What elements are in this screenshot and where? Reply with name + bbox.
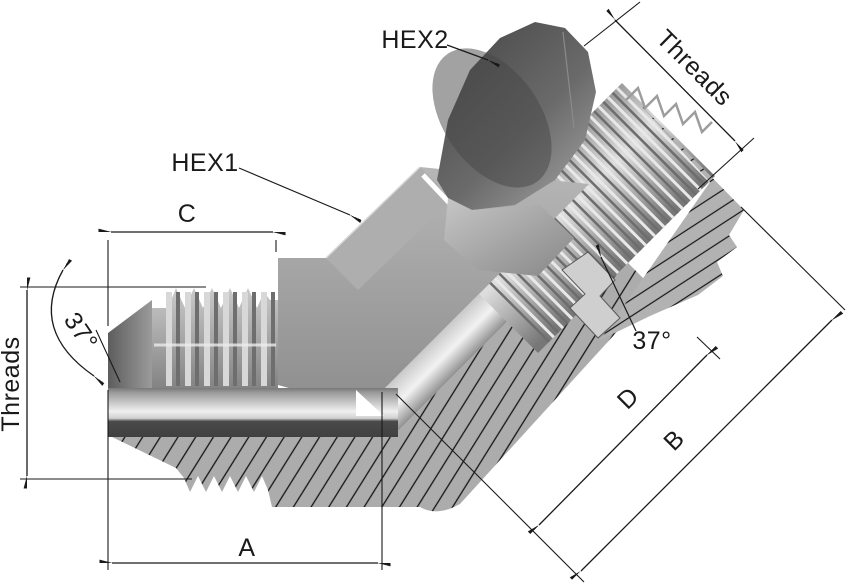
dim-b-label: B (658, 424, 690, 456)
flare-cone (108, 300, 152, 390)
dim-a-label: A (238, 534, 255, 562)
swivel-collar (444, 198, 574, 276)
tube-bore (108, 388, 398, 437)
seat-angle-label: 37° (632, 327, 671, 355)
threads-top-ext-lower (697, 137, 755, 190)
d-ext-upper (696, 336, 721, 360)
dim-d-label: D (612, 382, 645, 415)
dim-threads-top-line (615, 20, 735, 141)
hex2-nut (432, 22, 596, 210)
seat-angle-leader (601, 257, 637, 332)
body-section-hatch (112, 232, 655, 512)
threads-top-ext-upper (583, 1, 641, 47)
left-port (108, 288, 398, 437)
hex1-leader (238, 167, 350, 215)
nut-section-hatch (600, 96, 744, 340)
corner-gap (356, 390, 384, 416)
flare-angle-arc (50, 270, 94, 376)
hex1-chamfer-facet (326, 167, 452, 290)
db-ext-lower (395, 393, 585, 583)
threads-left-label: Threads (0, 336, 25, 431)
hex1-label: HEX1 (171, 149, 238, 177)
hex2-label: HEX2 (381, 26, 448, 54)
dim-c-label: C (178, 200, 197, 228)
b-ext-upper (740, 206, 846, 311)
hex2-leader (446, 44, 488, 60)
threads-top-label: Threads (651, 24, 738, 111)
dim-b-line (581, 320, 832, 571)
